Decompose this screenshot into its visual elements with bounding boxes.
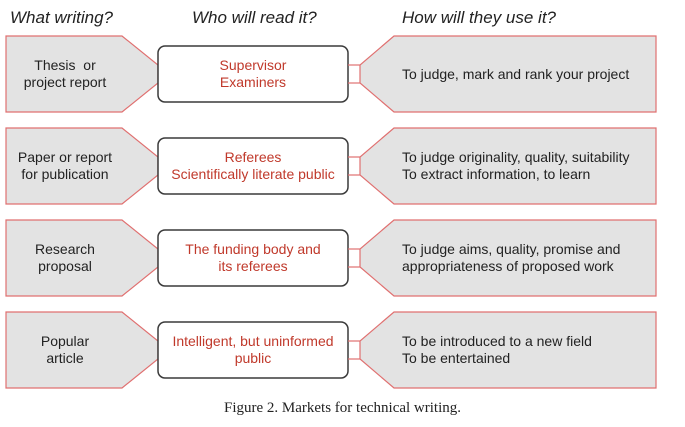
usage-label: To judge originality, quality, suitabili… — [402, 128, 656, 204]
usage-label-line: To judge originality, quality, suitabili… — [402, 149, 630, 165]
writing-type-label-line: Thesis or — [34, 57, 96, 73]
reader-label-line: Supervisor — [219, 57, 287, 73]
usage-label-line: To judge aims, quality, promise and — [402, 241, 621, 257]
usage-label-line: To judge, mark and rank your project — [402, 65, 630, 82]
writing-type-label-line: for publication — [21, 166, 109, 182]
reader-box — [157, 45, 349, 103]
reader-label-line: Intelligent, but uninformed — [172, 333, 334, 349]
usage-label-line: To be introduced to a new field — [402, 333, 592, 349]
reader-label-line: Scientifically literate public — [171, 166, 335, 182]
reader-label-line: Examiners — [219, 74, 287, 90]
writing-type-label-line: Research — [35, 241, 95, 257]
usage-label-line: To extract information, to learn — [402, 166, 591, 182]
usage-label-line: appropriateness of proposed work — [402, 258, 614, 274]
writing-type-label-line: article — [46, 350, 84, 366]
usage-label-line: To be entertained — [402, 350, 511, 366]
header-how-use: How will they use it? — [402, 8, 557, 27]
writing-type-label-line: Paper or report — [17, 149, 113, 165]
usage-label: To judge, mark and rank your project — [402, 36, 656, 112]
reader-box — [157, 321, 349, 379]
figure-caption: Figure 2. Markets for technical writing. — [223, 400, 462, 416]
header-what-writing: What writing? — [10, 8, 113, 27]
reader-label-line: public — [234, 350, 272, 366]
writing-type-label-line: proposal — [38, 258, 92, 274]
reader-label-line: The funding body and — [185, 241, 321, 257]
header-who-reads: Who will read it? — [192, 8, 317, 27]
writing-type-label-line: project report — [23, 74, 107, 90]
reader-label-line: its referees — [218, 258, 288, 274]
reader-label-line: Referees — [224, 149, 282, 165]
reader-box — [157, 137, 349, 195]
reader-box — [157, 229, 349, 287]
writing-type-label-line: Popular — [40, 333, 90, 349]
